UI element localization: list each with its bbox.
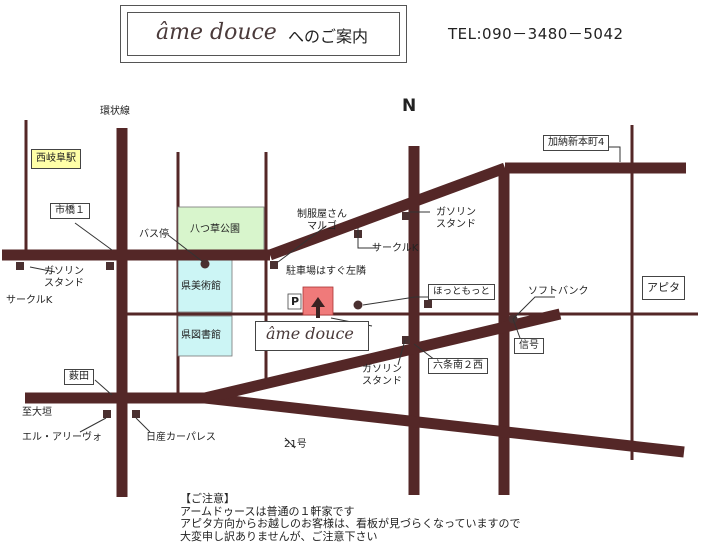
marker-hotto-motto	[424, 300, 432, 308]
shop-sign-text: âme douce	[266, 324, 354, 343]
shop-arrow-icon	[311, 297, 325, 318]
route-21	[204, 392, 685, 458]
gas-station-south-label: ガソリン スタンド	[362, 364, 402, 387]
ichihashi-box: 市橋１	[50, 203, 90, 219]
marker-gas-north	[402, 212, 410, 220]
gas-station-north-label: ガソリン スタンド	[436, 207, 476, 230]
marker-ichihashi	[106, 262, 114, 270]
nissan-label: 日産カーパレス	[146, 432, 216, 443]
title-inner-border	[127, 12, 400, 56]
notes-heading: 【ご注意】	[180, 492, 235, 505]
parking-note-label: 駐車場はすぐ左隣	[286, 266, 366, 277]
hotto-motto-box: ほっともっと	[428, 284, 496, 300]
yatsukusa-park-block	[177, 206, 265, 253]
phone-number: TEL:090－3480－5042	[448, 25, 624, 43]
pref-library-block	[177, 315, 233, 357]
marker-gas-south	[402, 336, 410, 344]
apita-box: アピタ	[642, 276, 685, 300]
notes-line-2: アピタ方向からお越しのお客様は、看板が見づらくなっていますので	[180, 517, 521, 530]
north-indicator: N	[402, 96, 417, 116]
yatsukusa-park-label: 八つ草公園	[190, 224, 240, 235]
road-diagonal-north	[268, 162, 507, 261]
parking-mark-box	[287, 293, 302, 310]
marker-circle-k-west	[16, 262, 24, 270]
gas-station-west-label: ガソリン スタンド	[44, 266, 84, 289]
guide-text: へのご案内	[288, 27, 369, 46]
marker-nissan	[132, 410, 140, 418]
pref-museum-block	[177, 258, 233, 313]
brand-logo-text: âme douce	[156, 20, 277, 45]
yabuta-box: 薮田	[64, 369, 94, 385]
marker-uniform-shop	[270, 261, 278, 269]
circle-k-west-label: サークルK	[6, 295, 53, 306]
shop-signboard: âme douce	[255, 321, 369, 351]
marker-parking	[353, 300, 363, 310]
el-arivo-label: エル・アリーヴォ	[22, 432, 102, 443]
nishigifu-station: 西岐阜駅	[31, 149, 81, 169]
notes-line-3: 大変申し訳ありませんが、ご注意下さい	[180, 529, 378, 543]
ring-road-label: 環状線	[100, 106, 130, 117]
rokujo-minami-box: 六条南２西	[428, 358, 488, 374]
notes-block: 【ご注意】 アームドゥースは普通の１軒家です アピタ方向からお越しのお客様は、看…	[180, 492, 521, 543]
softbank-label: ソフトバンク	[528, 286, 589, 297]
kano-shinhoncho-box: 加納新本町4	[543, 135, 610, 151]
marker-el-arivo	[103, 410, 111, 418]
uniform-shop-label: 制服屋さん マルゴ	[297, 209, 347, 232]
road-diagonal-south	[203, 308, 562, 404]
circle-k-label: サークルK	[372, 243, 419, 254]
route-21-label: 21号	[284, 439, 307, 450]
pref-museum-label: 県美術館	[181, 281, 221, 292]
bus-stop-label: バス停	[139, 229, 169, 240]
shingo-box: 信号	[514, 338, 544, 354]
pref-library-label: 県図書館	[181, 330, 221, 341]
notes-line-1: アームドゥースは普通の１軒家です	[180, 504, 355, 518]
title-box: âme douce へのご案内	[120, 5, 407, 63]
to-ogaki-label: 至大垣	[22, 407, 52, 418]
parking-mark-label: P	[291, 295, 300, 308]
